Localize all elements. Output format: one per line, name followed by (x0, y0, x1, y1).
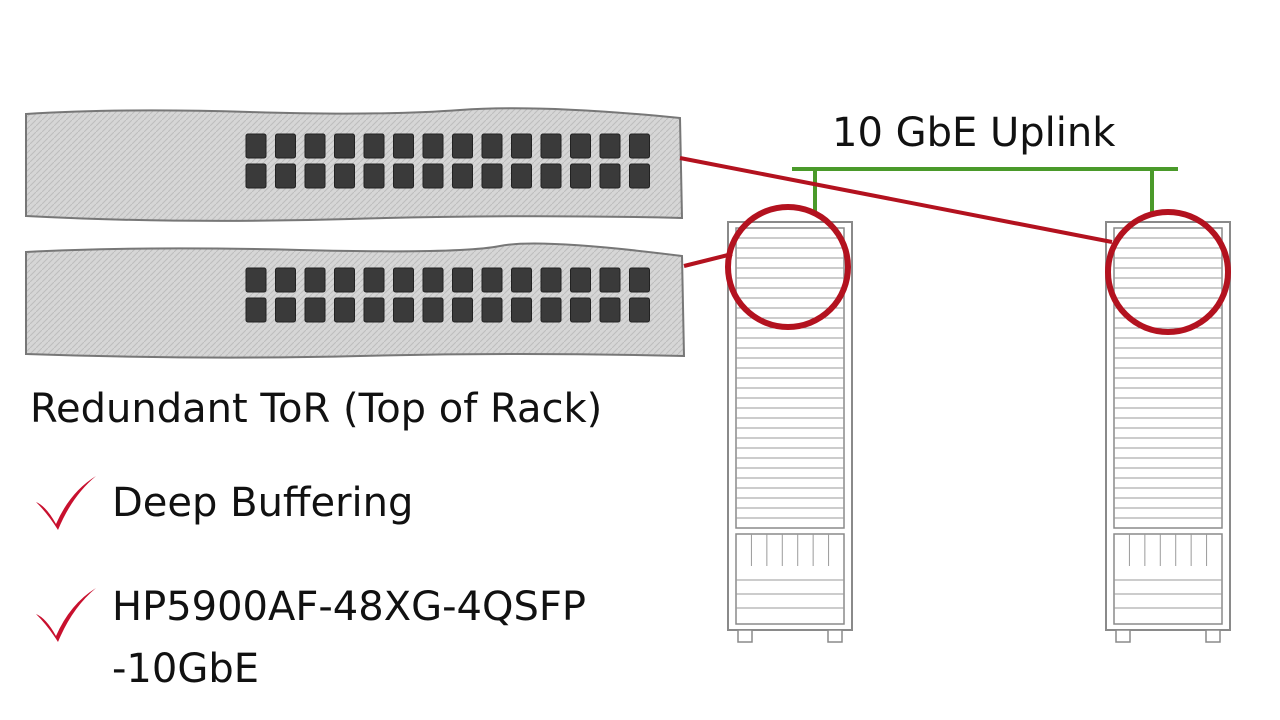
uplink-label: 10 GbE Uplink (832, 110, 1116, 156)
tor-heading: Redundant ToR (Top of Rack) (30, 386, 603, 432)
switch-port (334, 267, 355, 293)
switch-port (304, 163, 326, 189)
switch-port (245, 133, 267, 159)
switch-port (422, 297, 444, 323)
uplink-connector (792, 167, 1178, 214)
switch-port (304, 297, 326, 323)
switch-port (629, 297, 650, 323)
switch-port (393, 267, 414, 293)
switch-port (629, 133, 650, 159)
switch-port (363, 297, 385, 323)
switch-port (570, 133, 591, 159)
switch-port (245, 267, 267, 293)
switch-port (629, 267, 650, 293)
server-rack-2 (1105, 221, 1231, 643)
switch-port (452, 297, 473, 323)
switch-port (599, 297, 621, 323)
switch-port (511, 297, 532, 323)
switch-port (481, 133, 503, 159)
switch-port (422, 133, 444, 159)
switch-port (481, 297, 503, 323)
tor-switch-1 (25, 107, 684, 222)
switch-port (275, 267, 296, 293)
switch-port (245, 297, 267, 323)
switch-port (511, 163, 532, 189)
switch-port (393, 297, 414, 323)
switch-port (511, 267, 532, 293)
bullet-switch-model: HP5900AF-48XG-4QSFP -10GbE (112, 576, 586, 700)
switch-port (599, 133, 621, 159)
bullet-2-line-2: -10GbE (112, 646, 259, 692)
switch-port (422, 163, 444, 189)
switch-port (275, 133, 296, 159)
switch-port (540, 163, 562, 189)
switch-port (599, 267, 621, 293)
switch-port (570, 267, 591, 293)
bullet-deep-buffering: Deep Buffering (112, 480, 413, 526)
switch-port (540, 297, 562, 323)
switch-port (570, 297, 591, 323)
switch-port (363, 163, 385, 189)
switch-port (452, 133, 473, 159)
switch-port (452, 267, 473, 293)
red-switch-links (679, 156, 1113, 268)
server-rack-1 (727, 221, 853, 643)
highlight-circle-rack-2 (1105, 209, 1231, 335)
switch-2-port-grid (245, 267, 650, 323)
switch-port (334, 163, 355, 189)
bullet-1-line-1: Deep Buffering (112, 480, 414, 526)
switch-port (334, 133, 355, 159)
switch-1-port-grid (245, 133, 650, 189)
switch-port (334, 297, 355, 323)
switch-port (363, 133, 385, 159)
switch-port (540, 267, 562, 293)
highlight-circle-rack-1 (725, 204, 851, 330)
switch-port (481, 267, 503, 293)
switch-port (599, 163, 621, 189)
checkmark-icon (36, 588, 96, 642)
switch-port (363, 267, 385, 293)
switch-port (275, 163, 296, 189)
switch-port (393, 163, 414, 189)
switch-port (629, 163, 650, 189)
checkmark-icon (36, 476, 96, 530)
switch-port (540, 133, 562, 159)
switch-port (570, 163, 591, 189)
switch-port (452, 163, 473, 189)
switch-port (304, 133, 326, 159)
switch-port (275, 297, 296, 323)
tor-switch-2 (25, 242, 686, 359)
switch-port (422, 267, 444, 293)
switch-port (245, 163, 267, 189)
switch-port (393, 133, 414, 159)
switch-port (304, 267, 326, 293)
switch-port (511, 133, 532, 159)
switch-port (481, 163, 503, 189)
bullet-2-line-1: HP5900AF-48XG-4QSFP (112, 584, 586, 630)
